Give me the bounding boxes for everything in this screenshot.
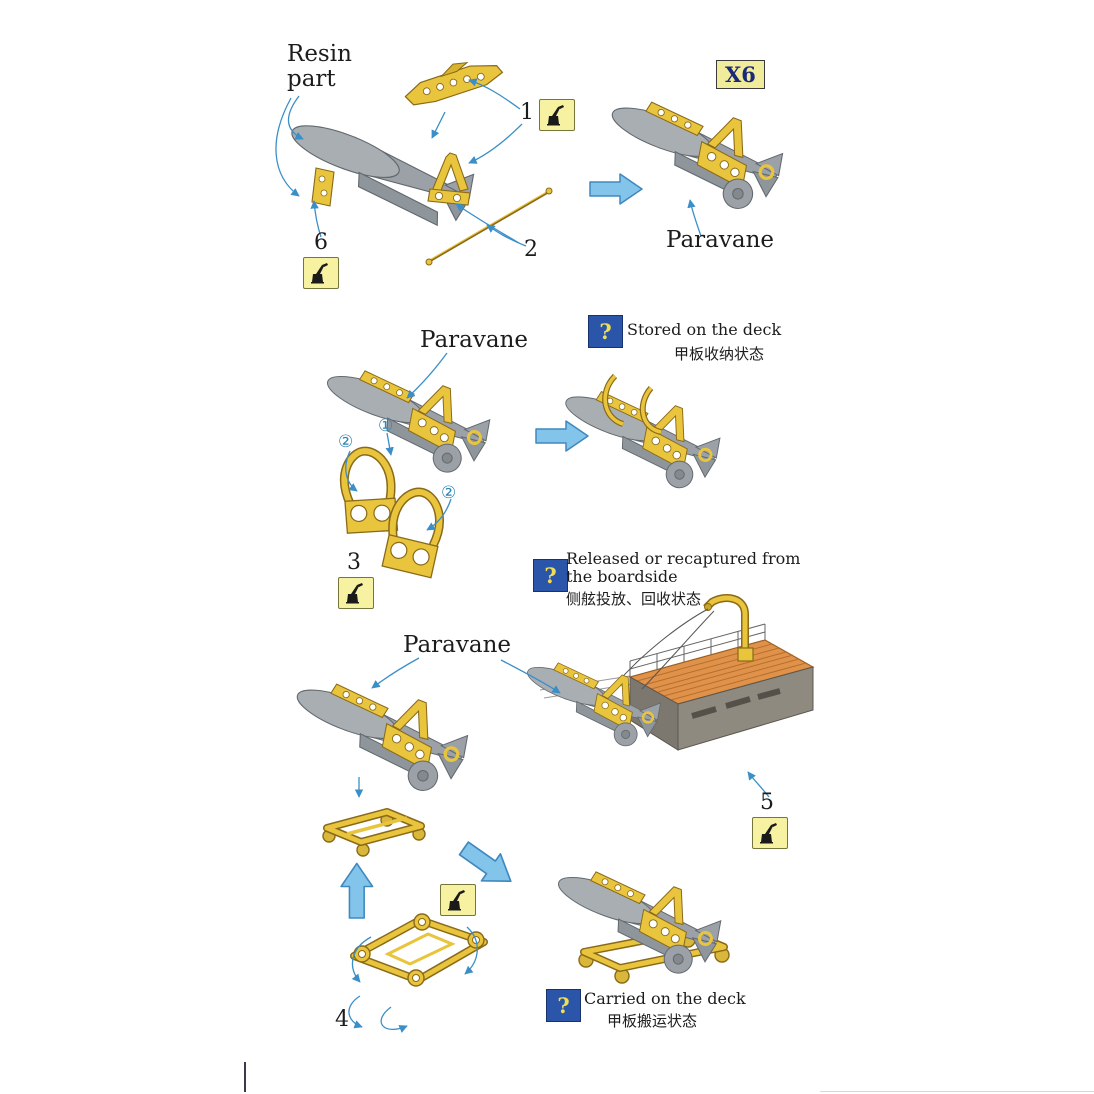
note-released-en-line2: the boardside bbox=[566, 567, 678, 586]
trolley-assembled-illustration bbox=[322, 808, 426, 857]
glue-icon bbox=[346, 583, 363, 604]
step-number-1: 1 bbox=[520, 100, 534, 125]
deck-davit-illustration bbox=[517, 594, 815, 754]
stored-configuration-illustration bbox=[554, 373, 725, 497]
davit-crane bbox=[615, 594, 754, 690]
pe-wing-part bbox=[404, 62, 504, 106]
glue-symbol-box-5 bbox=[752, 817, 788, 849]
note-carried-en: Carried on the deck bbox=[584, 989, 746, 1008]
callout-circled-1: ① bbox=[378, 416, 394, 436]
note-carried-zh: 甲板搬运状态 bbox=[607, 1012, 698, 1030]
note-stored-en: Stored on the deck bbox=[627, 320, 782, 339]
trim-mark bbox=[244, 1062, 246, 1092]
step-number-3: 3 bbox=[347, 550, 361, 575]
assembled-paravane-illustration bbox=[600, 86, 788, 219]
paravane-above-trolley-illustration bbox=[285, 668, 473, 801]
glue-icon bbox=[311, 263, 328, 284]
paravane-label-top: Paravane bbox=[666, 227, 774, 253]
pe-plate-part bbox=[311, 167, 335, 207]
glue-icon bbox=[760, 823, 777, 844]
glue-symbol-box-4 bbox=[440, 884, 476, 916]
carried-configuration-illustration bbox=[546, 856, 730, 984]
note-released-en-line1: Released or recaptured from bbox=[566, 549, 801, 568]
step-number-2: 2 bbox=[524, 237, 538, 262]
step-number-6: 6 bbox=[314, 230, 328, 255]
step-number-5: 5 bbox=[760, 790, 774, 815]
glue-symbol-box-1 bbox=[539, 99, 575, 131]
note-stored-zh: 甲板收纳状态 bbox=[674, 345, 765, 363]
trim-mark bbox=[820, 1091, 1094, 1092]
paravane-label-bottom: Paravane bbox=[403, 632, 511, 658]
glue-symbol-box-6 bbox=[303, 257, 339, 289]
callout-circled-2a: ② bbox=[338, 432, 354, 452]
question-icon: ? bbox=[546, 989, 581, 1022]
paravane-label-mid: Paravane bbox=[420, 327, 528, 353]
quantity-badge: X6 bbox=[716, 60, 765, 89]
glue-icon bbox=[547, 105, 564, 126]
callout-circled-2b: ② bbox=[441, 483, 457, 503]
resin-part-label: Resin part bbox=[287, 41, 352, 92]
glue-symbol-box-3 bbox=[338, 577, 374, 609]
glue-icon bbox=[448, 890, 465, 911]
note-released-zh: 侧舷投放、回收状态 bbox=[566, 590, 702, 608]
hoop-fitting-illustration bbox=[315, 355, 495, 630]
step-number-4: 4 bbox=[335, 1007, 349, 1032]
question-icon: ? bbox=[588, 315, 623, 348]
question-icon: ? bbox=[533, 559, 568, 592]
